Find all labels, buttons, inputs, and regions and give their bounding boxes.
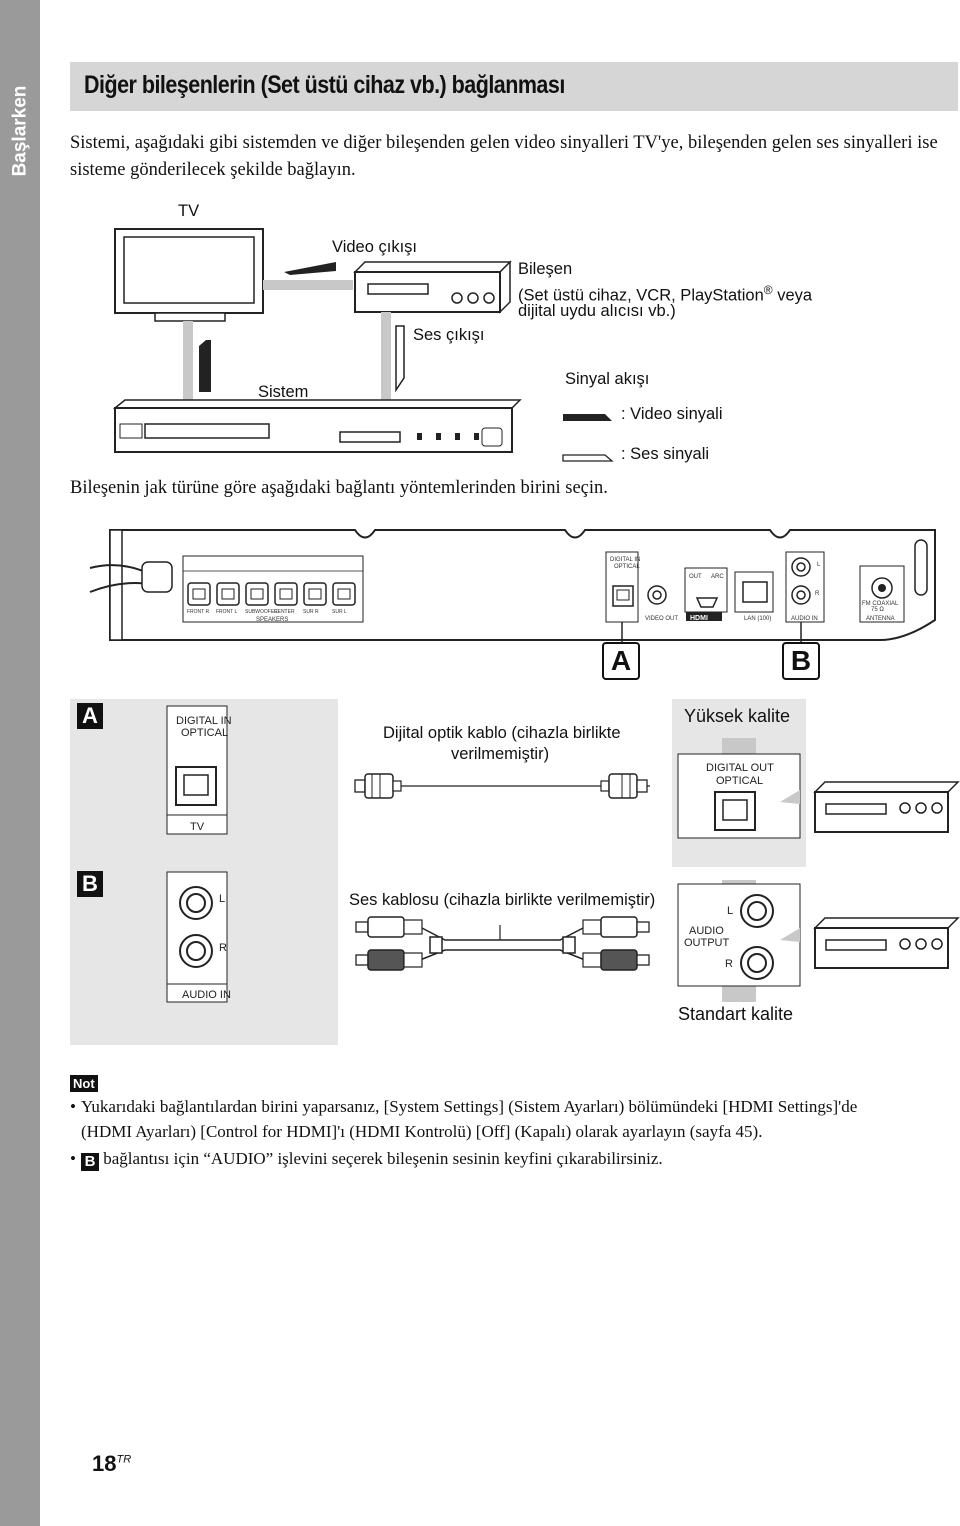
panel-b-graphics: L R AUDIO IN AUDIO OUTPUT L R bbox=[166, 871, 960, 1003]
registered-mark: ® bbox=[763, 283, 773, 297]
video-arrow-up bbox=[199, 340, 211, 392]
speaker-port-label: CENTER bbox=[274, 609, 295, 615]
panel-b-component-l: L bbox=[727, 905, 733, 917]
speaker-port: FRONT L bbox=[216, 582, 240, 615]
speaker-port-label: FRONT L bbox=[216, 609, 238, 615]
panel-a-cable-label-1: Dijital optik kablo (cihazla birlikte bbox=[383, 724, 621, 742]
rear-hdmi-arc-label: ARC bbox=[711, 574, 724, 580]
rear-fm-label: FM COAXIAL bbox=[862, 601, 899, 607]
panel-a-component-port-1: DIGITAL OUT bbox=[706, 762, 774, 774]
panel-b-cable-label: Ses kablosu (cihazla birlikte verilmemiş… bbox=[349, 891, 656, 909]
rear-antenna-label: ANTENNA bbox=[866, 616, 895, 622]
panel-b-component-port-2: OUTPUT bbox=[684, 937, 730, 949]
rear-badge-a: A bbox=[602, 642, 640, 680]
component-desc-2: dijital uydu alıcısı vb.) bbox=[518, 302, 676, 320]
rear-badge-b: B bbox=[782, 642, 820, 680]
rear-digital-in-label: DIGITAL IN bbox=[610, 557, 640, 563]
signal-flow-label: Sinyal akışı bbox=[565, 370, 650, 388]
speaker-port: SUR R bbox=[303, 582, 327, 615]
speaker-port-label: SUR R bbox=[303, 609, 319, 615]
rear-speakers-label: SPEAKERS bbox=[256, 617, 288, 623]
choose-instruction: Bileşenin jak türüne göre aşağıdaki bağl… bbox=[70, 478, 608, 498]
audio-signal-label: : Ses sinyali bbox=[621, 445, 710, 463]
note-item-1-line2: (HDMI Ayarları) [Control for HDMI]'ı (HD… bbox=[81, 1122, 763, 1141]
page-suffix: TR bbox=[116, 1453, 132, 1466]
audio-out-label: Ses çıkışı bbox=[413, 326, 485, 344]
speaker-port: CENTER bbox=[274, 582, 298, 615]
panel-b-port-r: R bbox=[219, 942, 227, 954]
panel-a-cable-label-2: verilmemiştir) bbox=[451, 745, 550, 763]
rear-fm-ohm: 75 Ω bbox=[871, 607, 884, 613]
title-bar: Diğer bileşenlerin (Set üstü cihaz vb.) … bbox=[70, 62, 958, 111]
speaker-port-label: FRONT R bbox=[187, 609, 210, 615]
rear-audio-r: R bbox=[815, 591, 820, 597]
panel-b-component-r: R bbox=[725, 958, 733, 970]
note-item: • Yukarıdaki bağlantılardan birini yapar… bbox=[70, 1097, 858, 1141]
intro-paragraph: Sistemi, aşağıdaki gibi sistemden ve diğ… bbox=[70, 133, 938, 180]
panel-b-quality-label: Standart kalite bbox=[678, 1004, 794, 1024]
panel-b-port-l: L bbox=[219, 893, 225, 905]
rear-optical-label: OPTICAL bbox=[614, 564, 640, 570]
rear-hdmi-out-label: OUT bbox=[689, 574, 702, 580]
panel-a-graphics: DIGITAL IN OPTICAL TV DIGITAL OUT OPTICA… bbox=[166, 705, 960, 839]
rear-audio-l: L bbox=[817, 562, 821, 568]
tv-label: TV bbox=[178, 202, 200, 220]
top-diagram bbox=[112, 228, 614, 462]
speaker-port: SUR L bbox=[332, 582, 356, 615]
note-badge: Not bbox=[70, 1075, 98, 1092]
panel-a-quality-label: Yüksek kalite bbox=[684, 706, 791, 726]
rear-hdmi-logo: HDMI bbox=[690, 615, 708, 622]
component-desc: (Set üstü cihaz, VCR, PlayStation® veya bbox=[518, 283, 813, 305]
panel-a-port-title-2: OPTICAL bbox=[181, 727, 228, 739]
rear-lan-label: LAN (100) bbox=[744, 616, 771, 622]
video-out-label: Video çıkışı bbox=[332, 238, 417, 256]
legend-video-arrow bbox=[563, 414, 612, 421]
panel-a-component-port-2: OPTICAL bbox=[716, 775, 763, 787]
panel-b-component-port-1: AUDIO bbox=[689, 925, 724, 937]
audio-arrow-down bbox=[395, 325, 405, 393]
panel-a-port-title-1: DIGITAL IN bbox=[176, 715, 232, 727]
panel-b-port-group: AUDIO IN bbox=[182, 989, 231, 1001]
note-item: • B bağlantısı için “AUDIO” işlevini seç… bbox=[70, 1149, 663, 1171]
note-list: • Yukarıdaki bağlantılardan birini yapar… bbox=[70, 1094, 960, 1171]
page-title: Diğer bileşenlerin (Set üstü cihaz vb.) … bbox=[84, 71, 565, 99]
video-arrow-left bbox=[284, 262, 336, 275]
speaker-port: FRONT R bbox=[187, 582, 211, 615]
panel-a-port-device: TV bbox=[190, 821, 205, 833]
speaker-port-label: SUR L bbox=[332, 609, 347, 615]
note-item-1-line1: Yukarıdaki bağlantılardan birini yaparsa… bbox=[81, 1097, 858, 1116]
video-signal-label: : Video sinyali bbox=[621, 405, 723, 423]
panel-b-badge: B bbox=[77, 871, 103, 897]
speaker-port: SUBWOOFER bbox=[245, 582, 278, 615]
panel-a-badge: A bbox=[77, 703, 103, 729]
side-tab: Başlarken bbox=[0, 0, 40, 1526]
legend-audio-arrow bbox=[562, 454, 614, 462]
rear-video-out-label: VIDEO OUT bbox=[645, 616, 678, 622]
rear-audio-in-label: AUDIO IN bbox=[791, 616, 818, 622]
note-item-2-badge: B bbox=[81, 1153, 99, 1171]
system-label: Sistem bbox=[258, 383, 309, 401]
page-number: 18TR bbox=[92, 1451, 132, 1476]
speaker-port-label: SUBWOOFER bbox=[245, 609, 278, 615]
note-item-2-text: bağlantısı için “AUDIO” işlevini seçerek… bbox=[99, 1149, 663, 1168]
component-label: Bileşen bbox=[518, 260, 573, 278]
